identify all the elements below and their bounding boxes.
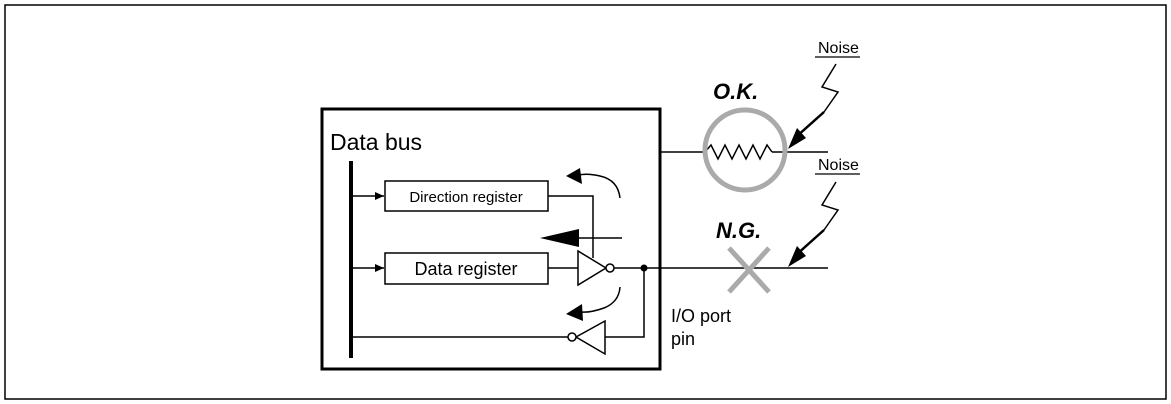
mcu-block: [320, 107, 662, 371]
io-pin-label: pin: [671, 329, 695, 349]
curved-arrow-lower-icon: [579, 286, 621, 313]
resistor-icon: [704, 143, 773, 161]
curved-arrow-upper-head: [566, 168, 582, 184]
input-buffer-icon: [574, 319, 606, 356]
input-bubble-icon: [567, 332, 577, 342]
output-buffer-icon: [577, 249, 608, 287]
ng-cross-icon: [727, 246, 771, 294]
noise-top-lightning-icon: [820, 63, 840, 113]
straight-arrow-head: [540, 229, 579, 247]
ok-label: O.K.: [713, 79, 758, 104]
ng-label: N.G.: [716, 218, 761, 243]
direction-register-box: [384, 180, 549, 212]
noise-bottom-arrow-head: [788, 246, 806, 267]
io-port-label: I/O port: [671, 306, 731, 326]
direction-register-label: Direction register: [409, 189, 522, 206]
curved-arrow-lower-head: [566, 304, 583, 321]
noise-bottom-label: Noise: [818, 157, 859, 174]
ok-circle-icon: [702, 107, 788, 193]
noise-bottom-lightning-icon: [820, 181, 840, 231]
data-register-label: Data register: [414, 259, 517, 279]
noise-top-label: Noise: [818, 40, 859, 57]
outer-frame: [4, 4, 1167, 400]
output-bubble-icon: [605, 263, 615, 273]
noise-top-arrow-head: [788, 128, 806, 149]
data-bus-label: Data bus: [330, 129, 422, 155]
direction-control-wire: [548, 195, 594, 258]
input-feedback-wire: [605, 268, 645, 338]
curved-arrow-upper-icon: [577, 173, 621, 199]
